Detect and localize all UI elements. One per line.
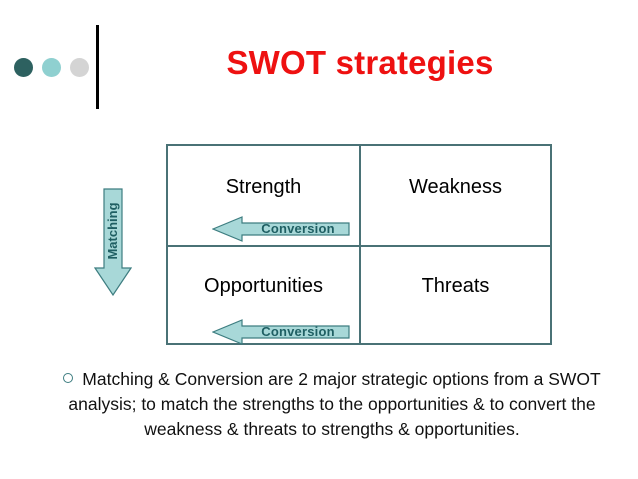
matching-arrow-label: Matching bbox=[105, 202, 120, 260]
matrix-cell-threats: Threats bbox=[359, 244, 550, 343]
conversion-arrow-bottom: Conversion bbox=[212, 319, 350, 345]
matrix-cell-label: Weakness bbox=[408, 175, 502, 198]
swot-matrix: Strength Weakness Opportunities Threats bbox=[166, 144, 552, 345]
conversion-arrow-label: Conversion bbox=[261, 221, 335, 236]
matrix-cell-label: Opportunities bbox=[204, 275, 323, 298]
arrow-left-icon bbox=[212, 216, 350, 242]
body-text: Matching & Conversion are 2 major strate… bbox=[68, 369, 601, 439]
matching-arrow: Matching bbox=[94, 188, 132, 296]
decor-vertical-rule bbox=[96, 25, 99, 109]
matrix-cell-weakness: Weakness bbox=[359, 146, 550, 245]
decor-dot-light-teal bbox=[42, 58, 61, 77]
matrix-cell-strength: Strength bbox=[168, 146, 359, 245]
page-title: SWOT strategies bbox=[226, 44, 494, 81]
matrix-cell-label: Strength bbox=[225, 175, 302, 198]
bullet-circle-icon bbox=[63, 373, 74, 383]
decor-dot-dark-teal bbox=[14, 58, 33, 77]
conversion-arrow-label: Conversion bbox=[261, 324, 335, 339]
matrix-cell-opportunities: Opportunities bbox=[168, 244, 359, 344]
arrow-left-icon bbox=[212, 319, 350, 345]
matrix-cell-label: Threats bbox=[421, 275, 490, 298]
body-text-block: Matching & Conversion are 2 major strate… bbox=[56, 367, 608, 442]
arrow-down-icon bbox=[94, 188, 132, 296]
decor-dot-gray bbox=[70, 58, 89, 77]
conversion-arrow-top: Conversion bbox=[212, 216, 350, 242]
